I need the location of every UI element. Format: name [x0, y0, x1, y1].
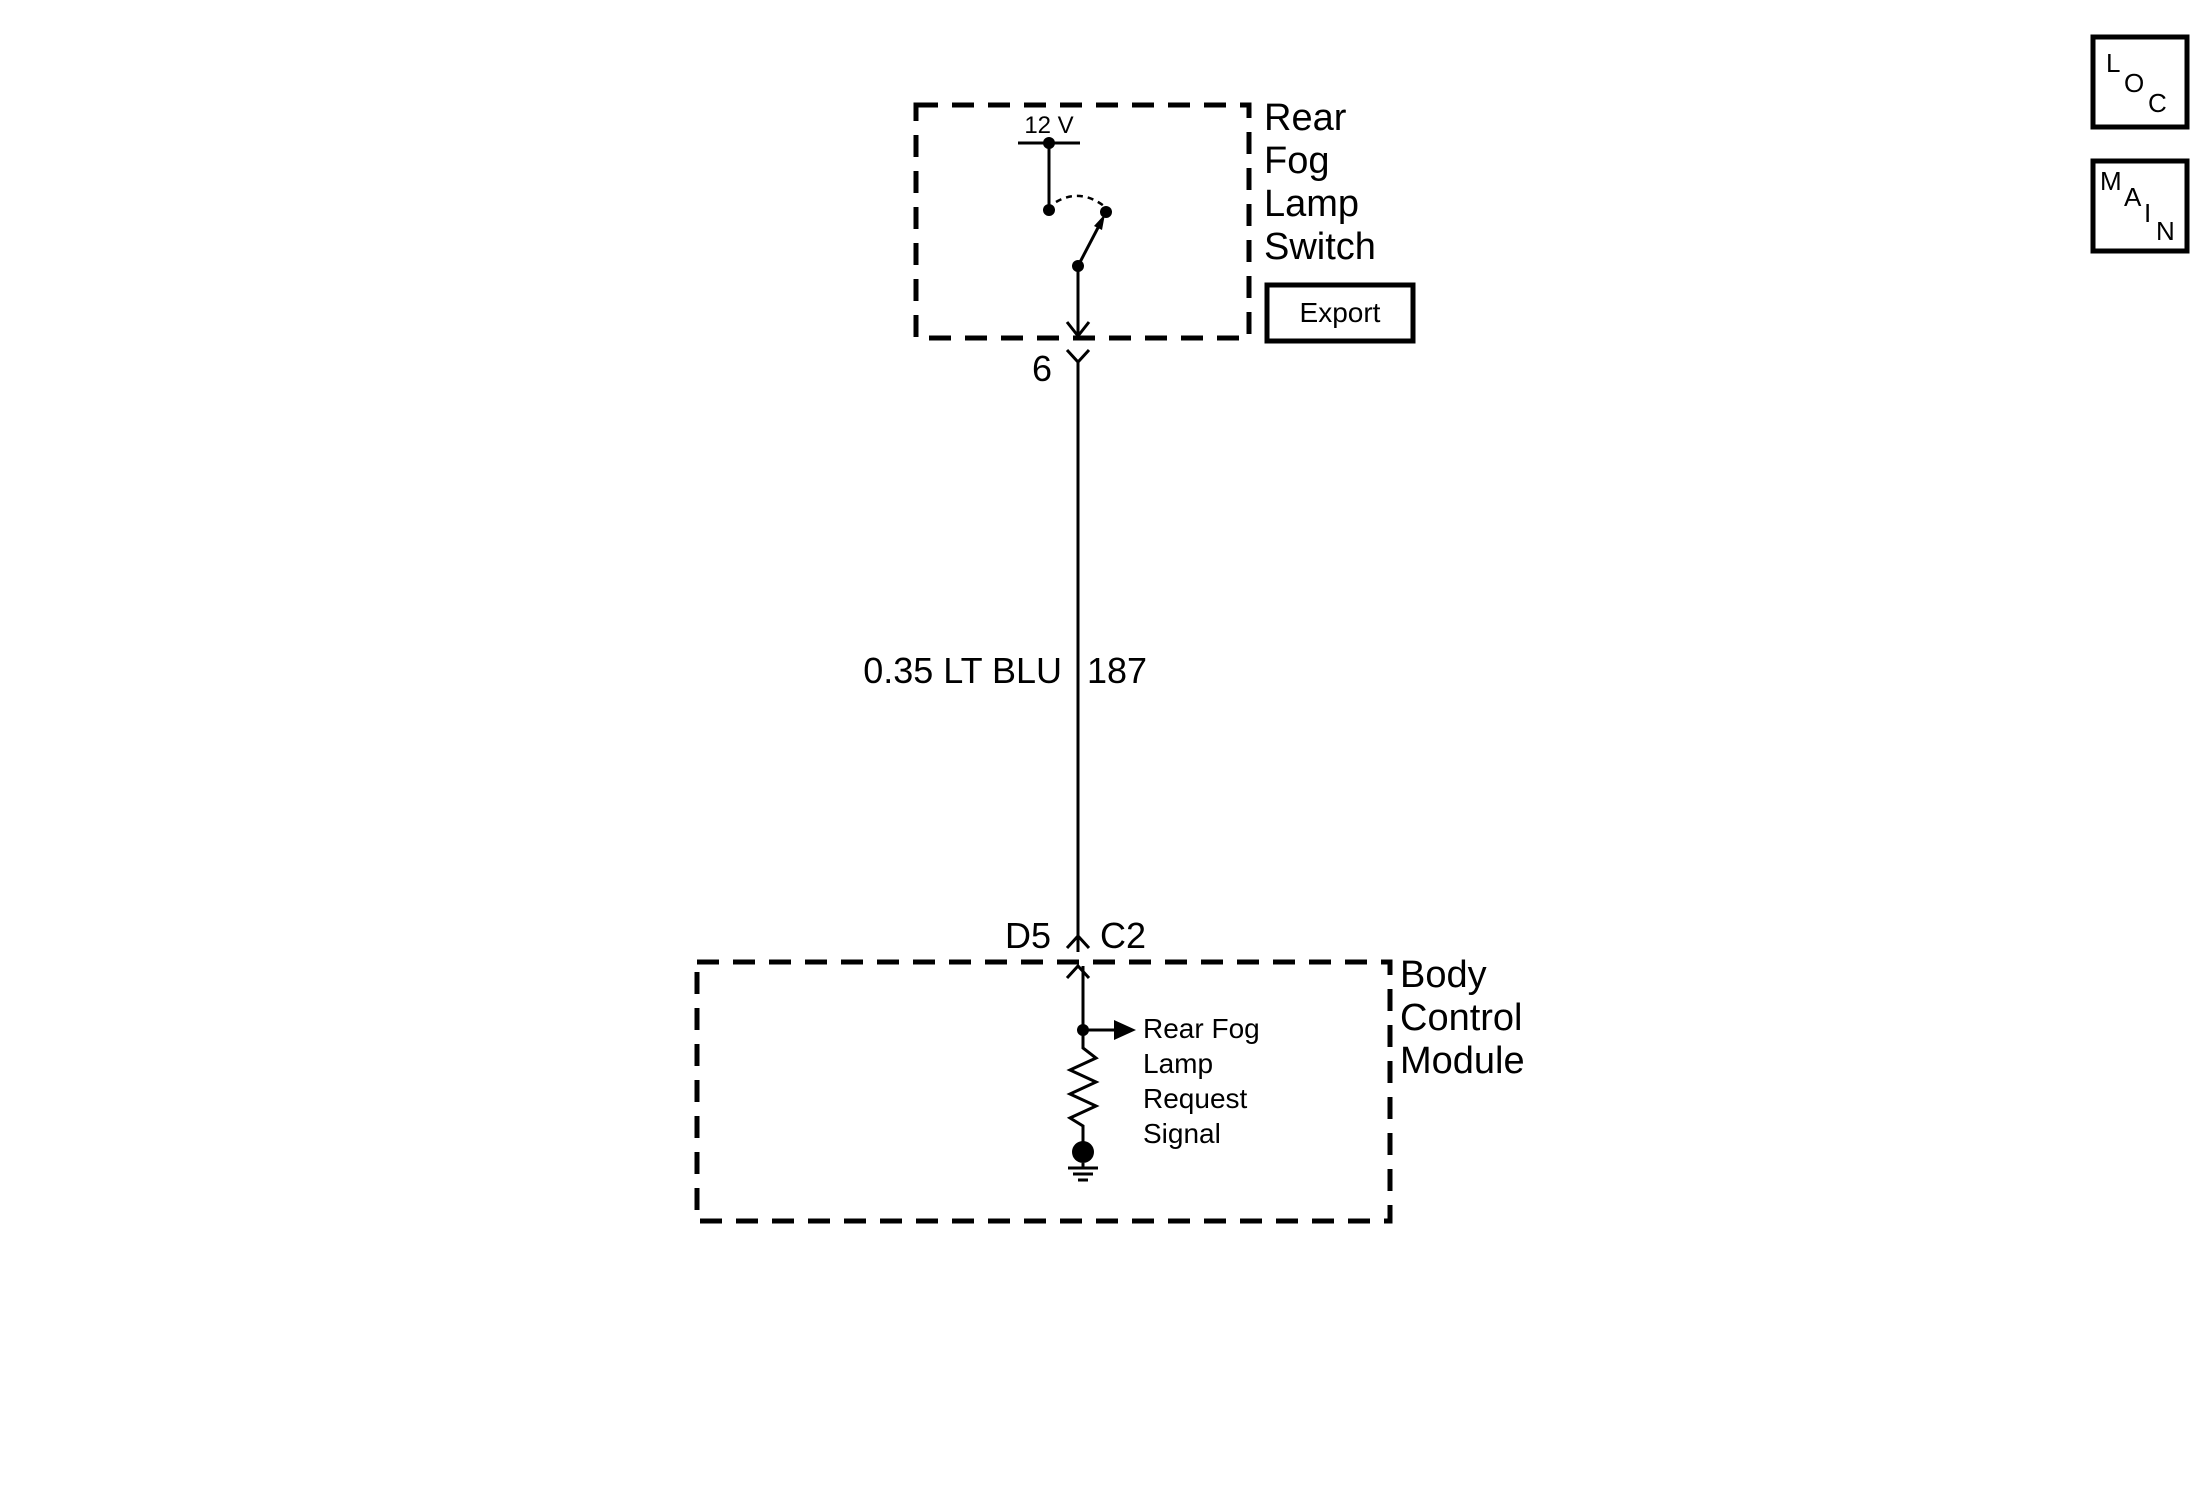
- module-connector-id: C2: [1100, 915, 1146, 956]
- switch-boundary: [913, 102, 1252, 341]
- module-connector: D5 C2: [1005, 915, 1146, 980]
- module-connector-pin: D5: [1005, 915, 1051, 956]
- main-letter-a: A: [2124, 182, 2142, 212]
- ground-node: [1072, 1141, 1094, 1163]
- export-tag-label: Export: [1300, 297, 1381, 328]
- main-letter-i: I: [2144, 198, 2151, 228]
- main-letter-n: N: [2156, 216, 2175, 246]
- switch-contact-open: [1100, 206, 1112, 218]
- switch-contact-fixed: [1043, 204, 1055, 216]
- switch-name-line-3: Lamp: [1264, 183, 1359, 225]
- export-tag: [1264, 282, 1416, 344]
- supply-voltage-label: 12 V: [1024, 112, 1073, 139]
- circuit-187-wire: 0.35 LT BLU 187: [863, 360, 1147, 952]
- switch-name-line-2: Fog: [1264, 140, 1329, 182]
- loc-letter-c: C: [2148, 88, 2167, 118]
- ground-icon: [1068, 1163, 1098, 1182]
- module-name-line-2: Control: [1400, 997, 1523, 1039]
- loc-letter-l: L: [2106, 48, 2120, 78]
- loc-letter-o: O: [2124, 68, 2144, 98]
- wire-gauge-color: 0.35 LT BLU: [863, 650, 1062, 691]
- module-name-line-3: Module: [1400, 1040, 1525, 1082]
- signal-arrow: [1114, 1020, 1136, 1040]
- module-boundary: [694, 959, 1393, 1224]
- signal-label-line-3: Request: [1143, 1083, 1248, 1114]
- body-control-module: Rear Fog Lamp Request Signal Body Contro…: [694, 954, 1525, 1224]
- main-letter-m: M: [2100, 166, 2122, 196]
- main-button[interactable]: M A I N: [2090, 158, 2190, 254]
- signal-label-line-1: Rear Fog: [1143, 1013, 1260, 1044]
- signal-label-line-4: Signal: [1143, 1118, 1221, 1149]
- module-connector-female: [1065, 963, 1091, 980]
- switch-connector-female: [1065, 321, 1091, 339]
- switch-connector: 6: [1032, 321, 1091, 389]
- wire-circuit-number: 187: [1087, 650, 1147, 691]
- switch-name-line-1: Rear: [1264, 97, 1347, 139]
- switch-blade-arrow: [1094, 214, 1105, 230]
- switch-connector-pin: 6: [1032, 348, 1052, 389]
- switch-actuator-link: [1055, 194, 1105, 208]
- module-connector-male: [1065, 933, 1091, 950]
- switch-name-line-4: Switch: [1264, 226, 1376, 268]
- loc-button[interactable]: L O C: [2090, 34, 2190, 130]
- signal-label-line-2: Lamp: [1143, 1048, 1213, 1079]
- pull-down-resistor: [1066, 1030, 1100, 1150]
- rear-fog-lamp-switch: 12 V Rear Fog Lamp Switch Export: [913, 97, 1416, 344]
- module-name-line-1: Body: [1400, 954, 1487, 996]
